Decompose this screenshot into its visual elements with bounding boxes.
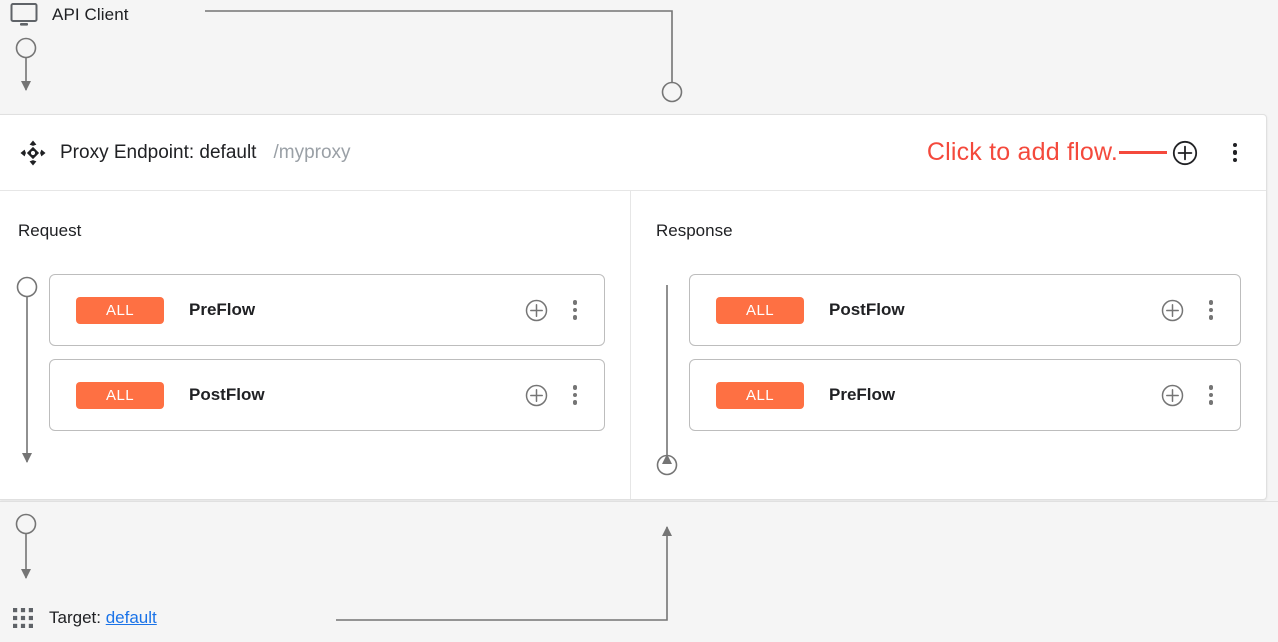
kebab-dot (572, 400, 578, 405)
status-badge: ALL (716, 381, 804, 409)
response-column-title: Response (656, 221, 733, 240)
move-handle-icon[interactable] (20, 140, 46, 166)
flow-columns: Request ALL PreFlow (0, 191, 1266, 499)
flow-name: PostFlow (189, 385, 265, 404)
flow-card-request-preflow[interactable]: ALL PreFlow (49, 274, 605, 346)
flow-card-request-postflow[interactable]: ALL PostFlow (49, 359, 605, 431)
add-policy-button[interactable] (1161, 384, 1184, 407)
add-flow-button[interactable] (1172, 140, 1198, 166)
kebab-dot (1232, 142, 1238, 148)
api-client-label: API Client (52, 5, 129, 24)
kebab-dot (572, 392, 578, 398)
annotation-text: Click to add flow. (926, 138, 1118, 166)
kebab-dot (1232, 150, 1238, 155)
target-endpoint-band: Target: default (0, 501, 1278, 642)
kebab-dot (572, 315, 578, 320)
proxy-endpoint-panel: Proxy Endpoint: default /myproxy Click t… (0, 114, 1267, 500)
flow-menu-button[interactable] (564, 384, 586, 407)
add-flow-annotation: Click to add flow. (927, 138, 1168, 167)
status-badge: ALL (716, 296, 804, 324)
flow-name: PostFlow (829, 300, 905, 319)
flow-card-response-preflow[interactable]: ALL PreFlow (689, 359, 1241, 431)
kebab-dot (1208, 300, 1214, 305)
kebab-dot (1208, 315, 1214, 320)
flow-name: PreFlow (189, 300, 256, 319)
target-label: Target: default (49, 608, 157, 628)
request-column: Request ALL PreFlow (0, 191, 631, 499)
response-column: Response ALL PostFlow (631, 191, 1266, 499)
kebab-dot (572, 385, 578, 390)
flow-name: PreFlow (829, 385, 896, 404)
request-flow-list: ALL PreFlow (49, 274, 605, 431)
api-client-band: API Client (0, 0, 1278, 114)
add-policy-button[interactable] (525, 384, 548, 407)
add-policy-button[interactable] (525, 299, 548, 322)
flow-menu-button[interactable] (1200, 384, 1222, 407)
add-policy-button[interactable] (1161, 299, 1184, 322)
kebab-dot (1208, 392, 1214, 398)
api-client-node[interactable]: API Client (10, 2, 129, 28)
proxy-endpoint-menu-button[interactable] (1222, 140, 1248, 166)
kebab-dot (1208, 400, 1214, 405)
annotation-pointer-line (1119, 151, 1167, 154)
kebab-dot (572, 300, 578, 305)
page-title: Proxy Endpoint: default (60, 141, 257, 163)
request-column-title: Request (18, 221, 82, 240)
flow-menu-button[interactable] (1200, 299, 1222, 322)
proxy-basepath: /myproxy (273, 141, 351, 163)
kebab-dot (1208, 385, 1214, 390)
flow-card-response-postflow[interactable]: ALL PostFlow (689, 274, 1241, 346)
status-badge: ALL (76, 381, 164, 409)
flow-menu-button[interactable] (564, 299, 586, 322)
kebab-dot (1232, 157, 1238, 163)
kebab-dot (1208, 307, 1214, 313)
response-flow-list: ALL PostFlow (689, 274, 1241, 431)
monitor-icon (10, 2, 38, 28)
target-default-link[interactable]: default (105, 608, 157, 627)
target-label-text: Target: (49, 608, 101, 627)
grid-apps-icon (12, 607, 34, 629)
status-badge: ALL (76, 296, 164, 324)
proxy-endpoint-header: Proxy Endpoint: default /myproxy Click t… (0, 115, 1266, 191)
kebab-dot (572, 307, 578, 313)
target-endpoint-node[interactable]: Target: default (12, 607, 157, 629)
